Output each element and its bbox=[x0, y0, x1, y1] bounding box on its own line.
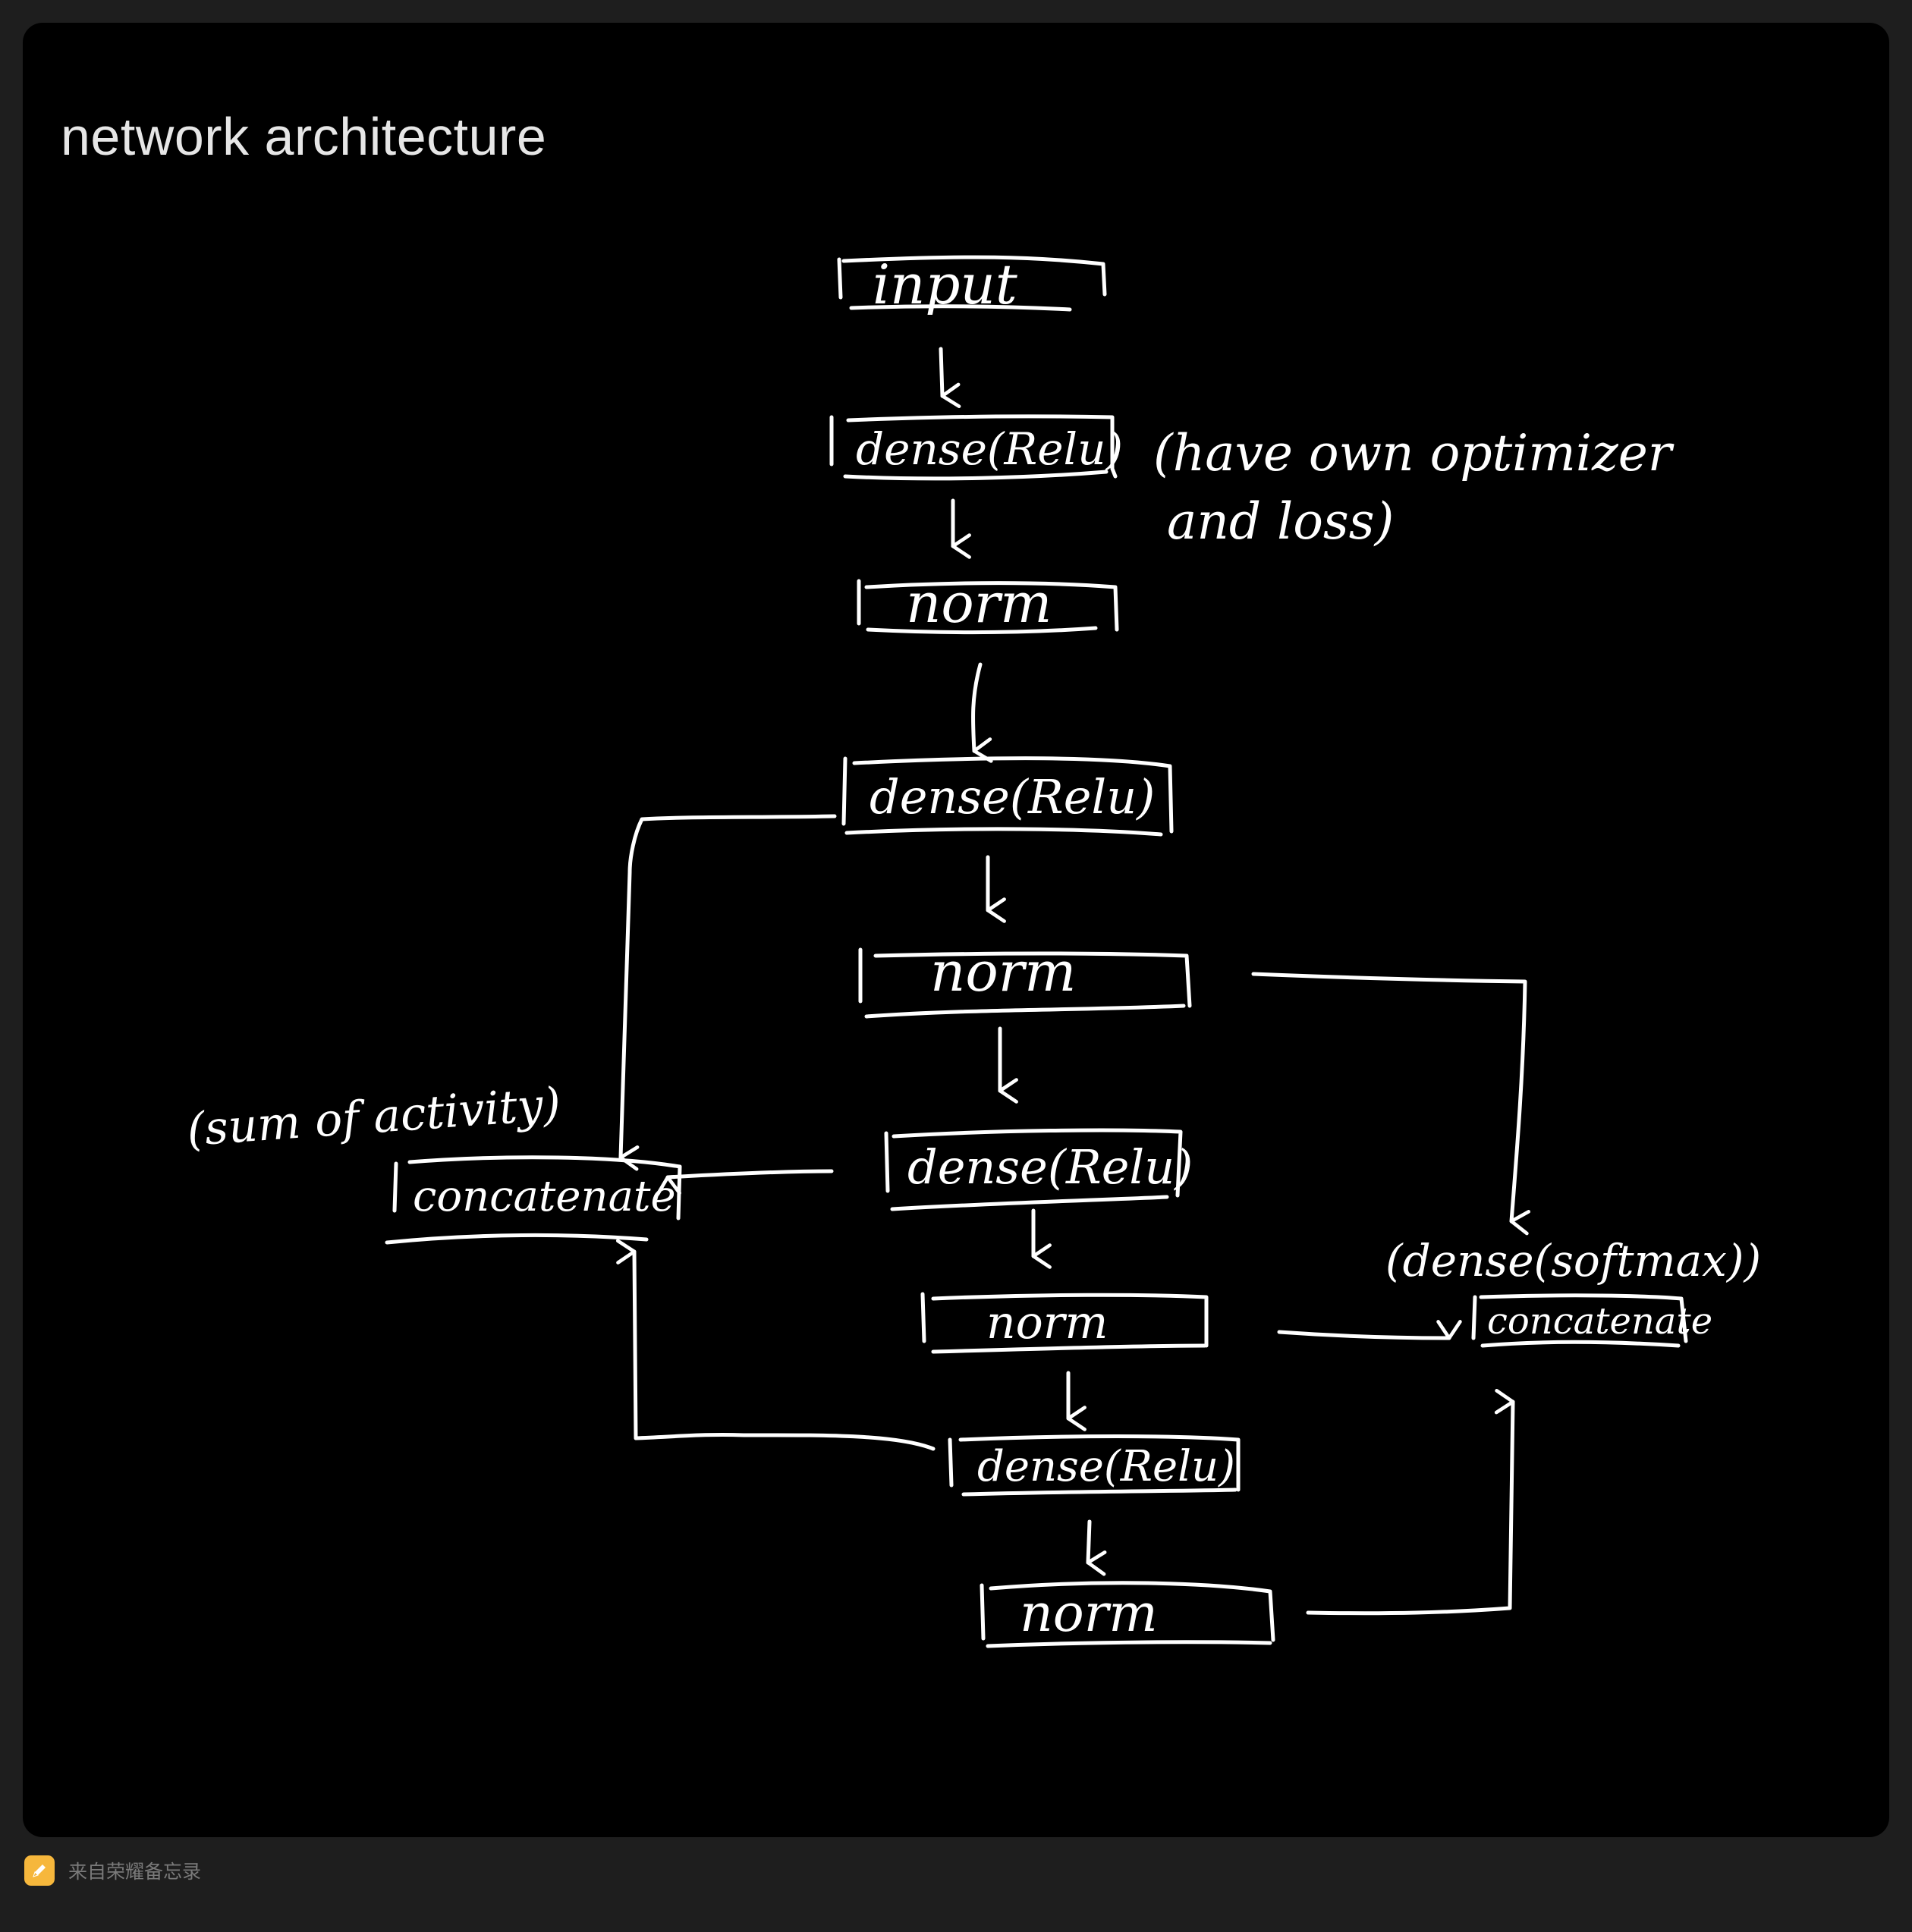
node-label-norm2: norm bbox=[930, 940, 1076, 1004]
annotation-activity: (sum of activity) bbox=[185, 1078, 562, 1157]
node-label-norm4: norm bbox=[1020, 1584, 1158, 1644]
node-label-dense1: dense(Relu) bbox=[856, 423, 1123, 475]
edge-norm3-concat-right bbox=[1277, 1320, 1462, 1340]
norm2-node-box bbox=[858, 947, 1192, 1019]
edge-dense2-concat-left bbox=[618, 814, 837, 1171]
footer-source-label: 来自荣耀备忘录 bbox=[68, 1861, 202, 1883]
node-label-input: input bbox=[873, 253, 1018, 316]
dense3-node-box bbox=[884, 1128, 1183, 1211]
note-title: network architecture bbox=[61, 107, 547, 166]
node-label-norm3: norm bbox=[986, 1296, 1108, 1349]
input-node-box bbox=[837, 255, 1107, 312]
node-label-dense3: dense(Relu) bbox=[907, 1139, 1193, 1195]
annotation-softmax: (dense(softmax)) bbox=[1385, 1235, 1761, 1286]
norm1-node-box bbox=[857, 579, 1119, 635]
edge-norm4-concat-right bbox=[1306, 1388, 1515, 1616]
norm3-node-box bbox=[920, 1292, 1209, 1354]
dense4-node-box bbox=[948, 1434, 1241, 1497]
arrow-dense4-norm4 bbox=[1086, 1519, 1107, 1576]
node-label-concat-right: concatenate bbox=[1487, 1300, 1712, 1343]
arrow-input-dense1 bbox=[939, 347, 961, 409]
dense2-node-box bbox=[841, 756, 1174, 837]
edge-dense3-concat-left bbox=[656, 1169, 834, 1196]
edge-norm2-concat-right bbox=[1251, 972, 1531, 1236]
architecture-diagram: input dense(Relu) norm dense(Relu) norm … bbox=[185, 253, 1761, 1648]
node-label-concat-left: concatenate bbox=[413, 1172, 676, 1221]
edge-dense4-concat-left bbox=[615, 1239, 936, 1451]
annotation-optimizer-line1: (have own optimizer bbox=[1153, 424, 1675, 482]
arrow-norm1-dense2 bbox=[970, 662, 993, 763]
dense1-node-box bbox=[829, 414, 1118, 481]
concat-right-node-box bbox=[1471, 1293, 1688, 1348]
node-label-dense4: dense(Relu) bbox=[977, 1442, 1235, 1491]
concat-left-node-box bbox=[385, 1155, 682, 1245]
norm4-node-box bbox=[980, 1581, 1275, 1648]
node-label-dense2: dense(Relu) bbox=[870, 769, 1155, 825]
note-canvas: network architecture bbox=[23, 23, 1889, 1837]
footer: 来自荣耀备忘录 bbox=[24, 1854, 201, 1887]
annotation-optimizer-line2: and loss) bbox=[1167, 492, 1394, 551]
pencil-note-icon bbox=[24, 1855, 55, 1886]
node-label-norm1: norm bbox=[906, 571, 1052, 635]
